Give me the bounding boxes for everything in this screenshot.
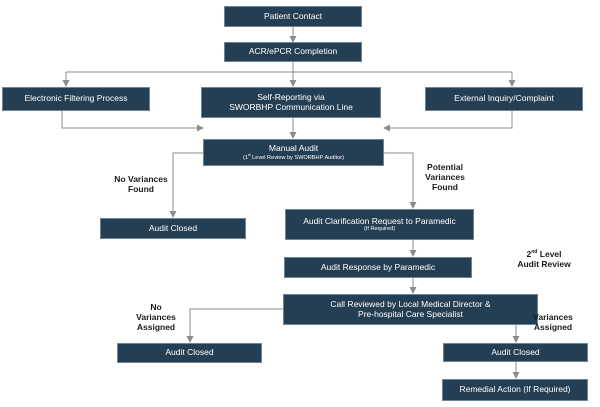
- call-reviewed-box: Call Reviewed by Local Medical Director …: [283, 294, 538, 325]
- variances-assigned-line-1: Variances: [533, 312, 573, 322]
- second-level-sup: nd: [531, 249, 538, 256]
- electronic-filtering-text: Electronic Filtering Process: [24, 93, 128, 104]
- arrow-external-to-audit: [383, 111, 513, 132]
- audit-closed-text-1: Audit Closed: [148, 222, 198, 233]
- remedial-action-box: Remedial Action (If Required): [442, 379, 588, 401]
- second-level-line-1: 2nd Level: [503, 249, 585, 259]
- potential-variances-line-3: Found: [432, 182, 458, 193]
- arrow-audit-to-clarification: [384, 152, 417, 209]
- arrow-filtering-to-audit: [61, 111, 204, 132]
- audit-response-text: Audit Response by Paramedic: [320, 261, 436, 272]
- audit-closed-text-3: Audit Closed: [491, 346, 540, 357]
- manual-audit-text: Manual Audit: [268, 143, 319, 154]
- external-inquiry-text: External Inquiry/Complaint: [454, 93, 554, 104]
- audit-closed-text-2: Audit Closed: [165, 347, 214, 358]
- electronic-filtering-box: Electronic Filtering Process: [2, 87, 150, 111]
- no-variances-assigned-line-3: Assigned: [136, 322, 176, 333]
- clarification-request-subtitle: (If Required): [363, 226, 396, 233]
- second-level-audit-label: 2nd Level Audit Review: [503, 249, 585, 269]
- no-variances-assigned-line-1: No: [150, 302, 162, 312]
- manual-audit-box: Manual Audit (1st Level Review by SWORBH…: [203, 139, 384, 166]
- second-level-num: 2: [526, 249, 532, 259]
- acr-completion-box: ACR/ePCR Completion: [224, 42, 362, 62]
- potential-variances-line-1: Potential: [427, 162, 463, 172]
- manual-audit-sub-sup: st: [247, 152, 251, 157]
- manual-audit-subtitle: (1st Level Review by SWORBHP Auditor): [242, 152, 345, 161]
- arrow-audit-to-closed: [169, 152, 203, 218]
- self-reporting-line-2: SWORBHP Communication Line: [229, 101, 353, 112]
- variances-assigned-label: Variances Assigned: [520, 312, 586, 332]
- no-variances-assigned-label: No Variances Assigned: [121, 302, 191, 333]
- clarification-request-box: Audit Clarification Request to Paramedic…: [285, 209, 474, 240]
- external-inquiry-box: External Inquiry/Complaint: [425, 87, 583, 111]
- manual-audit-sub-pre: (1: [242, 154, 248, 161]
- no-variances-assigned-line-2: Variances: [136, 312, 176, 323]
- remedial-action-text: Remedial Action (If Required): [459, 384, 571, 395]
- arrow-call-review-to-closed-left: [186, 308, 283, 343]
- variances-assigned-line-2: Assigned: [533, 322, 573, 333]
- audit-closed-box-3: Audit Closed: [443, 343, 588, 362]
- self-reporting-box: Self-Reporting via SWORBHP Communication…: [201, 87, 381, 118]
- call-reviewed-line-1: Call Reviewed by Local Medical Director …: [330, 298, 491, 309]
- self-reporting-line-1: Self-Reporting via: [257, 91, 325, 102]
- clarification-request-text: Audit Clarification Request to Paramedic: [303, 215, 456, 226]
- call-reviewed-line-2: Pre-hospital Care Specialist: [358, 308, 463, 319]
- no-variances-found-line-1: No Variances: [114, 174, 168, 184]
- acr-completion-text: ACR/ePCR Completion: [248, 46, 338, 57]
- audit-response-box: Audit Response by Paramedic: [284, 257, 472, 278]
- second-level-rest: Level: [537, 249, 562, 259]
- audit-closed-box-1: Audit Closed: [100, 218, 246, 239]
- potential-variances-line-2: Variances: [425, 172, 465, 183]
- patient-contact-text: Patient Contact: [263, 10, 323, 21]
- manual-audit-sub-post: Level Review by SWORBHP Auditor): [250, 154, 345, 161]
- no-variances-found-label: No Variances Found: [106, 174, 176, 194]
- audit-closed-box-2: Audit Closed: [117, 343, 262, 363]
- no-variances-found-line-2: Found: [128, 184, 154, 195]
- potential-variances-label: Potential Variances Found: [412, 162, 478, 193]
- patient-contact-box: Patient Contact: [224, 6, 362, 27]
- second-level-line-2: Audit Review: [517, 259, 571, 270]
